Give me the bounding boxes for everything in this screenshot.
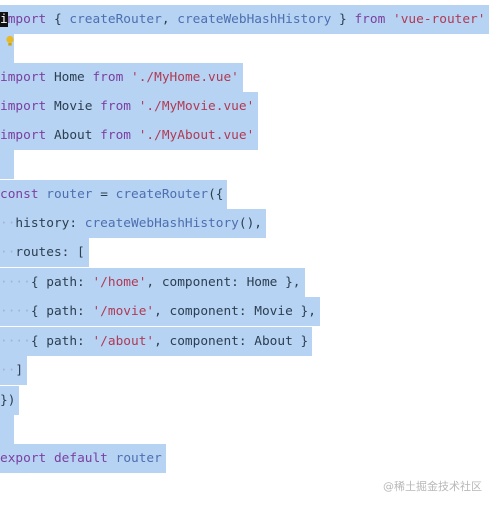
code-text: [123, 70, 131, 85]
code-text: }): [0, 393, 16, 408]
keyword: default: [53, 451, 108, 466]
code-text: ({: [208, 187, 224, 202]
code-line-5[interactable]: const router = createRouter({: [0, 180, 228, 209]
string-literal: './MyHome.vue': [131, 70, 239, 85]
code-text: [131, 99, 139, 114]
string-literal: '/home': [92, 275, 147, 290]
code-line-2[interactable]: import Home from './MyHome.vue': [0, 63, 243, 92]
code-line-6[interactable]: ··history: createWebHashHistory(),: [0, 209, 266, 238]
code-line-empty[interactable]: [0, 150, 14, 179]
code-line-1[interactable]: import { createRouter, createWebHashHist…: [0, 5, 490, 34]
identifier: createWebHashHistory: [84, 216, 239, 231]
code-text: ,: [161, 12, 178, 27]
identifier: createRouter: [115, 187, 209, 202]
code-text: {: [46, 12, 70, 27]
keyword: const: [0, 187, 39, 202]
identifier: router: [115, 451, 162, 466]
keyword: import: [0, 70, 47, 85]
identifier: createRouter: [69, 12, 162, 27]
code-text: history:: [15, 216, 85, 231]
code-line-12[interactable]: }): [0, 386, 20, 415]
keyword: from: [100, 128, 131, 143]
keyword: export: [0, 451, 47, 466]
code-text: [385, 12, 393, 27]
code-text: , component: Movie },: [154, 304, 316, 319]
code-text: , component: About }: [154, 334, 309, 349]
code-text: [131, 128, 139, 143]
whitespace-marker: ··: [0, 245, 16, 260]
string-literal: 'vue-router': [393, 12, 486, 27]
string-literal: '/movie': [92, 304, 155, 319]
keyword: from: [354, 12, 386, 27]
code-text: Home: [46, 70, 93, 85]
code-line-11[interactable]: ··]: [0, 356, 28, 385]
code-line-13[interactable]: export default router: [0, 444, 166, 473]
lightbulb-icon[interactable]: [5, 35, 15, 47]
whitespace-marker: ····: [0, 304, 31, 319]
keyword: from: [92, 70, 124, 85]
code-text: =: [92, 187, 116, 202]
keyword: from: [100, 99, 131, 114]
string-literal: './MyMovie.vue': [138, 99, 255, 114]
string-literal: '/about': [92, 334, 155, 349]
whitespace-marker: ··: [0, 216, 16, 231]
code-line-9[interactable]: ····{ path: '/movie', component: Movie }…: [0, 297, 320, 326]
keyword: import: [0, 12, 47, 27]
keyword: import: [0, 99, 47, 114]
whitespace-marker: ····: [0, 334, 31, 349]
code-text: (),: [238, 216, 262, 231]
identifier: router: [46, 187, 93, 202]
code-text: About: [46, 128, 101, 143]
code-text: routes: [: [15, 245, 85, 260]
code-line-4[interactable]: import About from './MyAbout.vue': [0, 121, 259, 150]
whitespace-marker: ··: [0, 363, 16, 378]
keyword-rest: mport: [7, 12, 47, 27]
watermark: @稀土掘金技术社区: [383, 480, 482, 493]
code-line-7[interactable]: ··routes: [: [0, 238, 89, 267]
code-line-empty[interactable]: [0, 415, 14, 444]
code-text: [108, 451, 116, 466]
code-text: }: [331, 12, 355, 27]
code-line-8[interactable]: ····{ path: '/home', component: Home },: [0, 268, 305, 297]
code-text: { path:: [30, 275, 93, 290]
code-line-3[interactable]: import Movie from './MyMovie.vue': [0, 92, 259, 121]
code-text: [46, 451, 54, 466]
string-literal: './MyAbout.vue': [138, 128, 255, 143]
code-text: { path:: [30, 304, 93, 319]
code-line-10[interactable]: ····{ path: '/about', component: About }: [0, 327, 313, 356]
code-text: Movie: [46, 99, 101, 114]
keyword: import: [0, 128, 47, 143]
code-text: { path:: [30, 334, 93, 349]
code-text: ]: [15, 363, 24, 378]
whitespace-marker: ····: [0, 275, 31, 290]
code-text: , component: Home },: [146, 275, 301, 290]
identifier: createWebHashHistory: [177, 12, 332, 27]
